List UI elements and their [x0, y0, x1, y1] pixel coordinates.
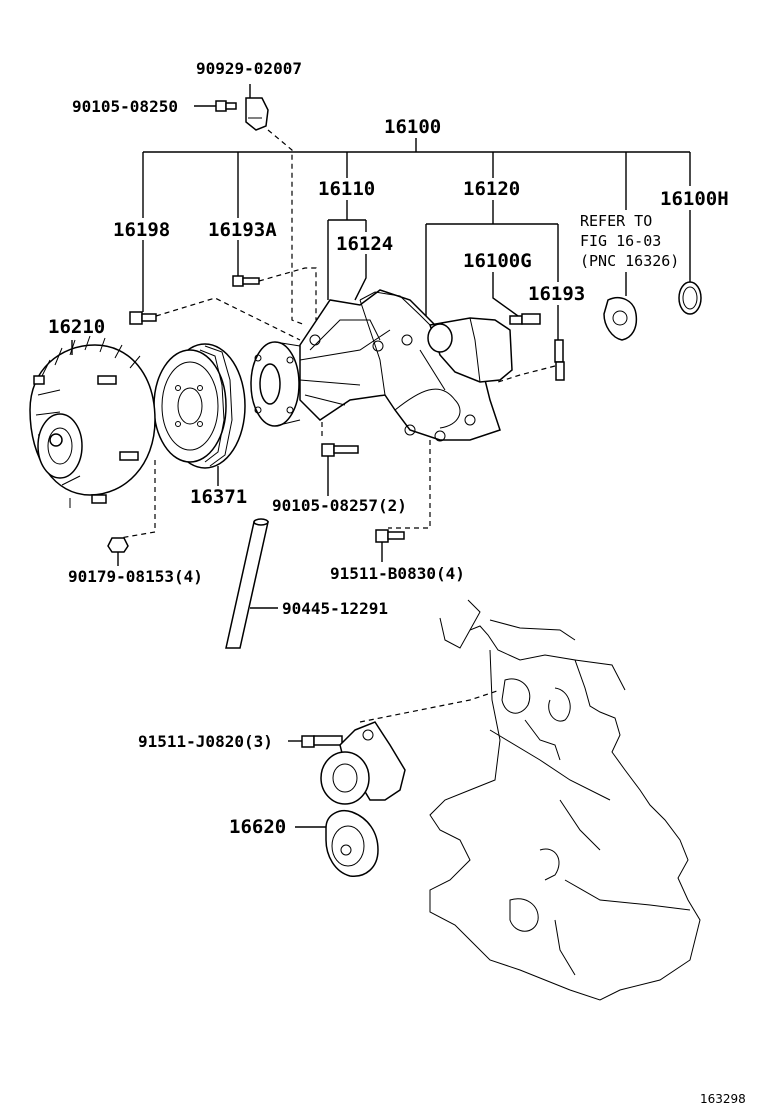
clip-part [245, 84, 306, 326]
label-16193: 16193 [528, 283, 586, 305]
refer-text-line3: (PNC 16326) [580, 252, 680, 270]
label-16193a: 16193A [208, 219, 277, 241]
label-90929-02007: 90929-02007 [196, 59, 302, 78]
bolt-16193a [232, 267, 317, 320]
nut-90179-08153 [107, 537, 129, 566]
inlet-housing [427, 317, 513, 383]
leader-tensioner-dash [359, 689, 501, 723]
gasket-16124 [359, 291, 446, 341]
leader-16110 [327, 200, 367, 300]
bolt-90105-08257 [321, 422, 359, 496]
label-90179-08153: 90179-08153(4) [68, 567, 203, 586]
leader-fan-dash [119, 460, 156, 539]
bolt-91511-j0820 [288, 735, 343, 748]
label-90105-08257: 90105-08257(2) [272, 496, 407, 515]
label-16110: 16110 [318, 178, 376, 200]
leader-16100g [492, 272, 519, 317]
label-16100g: 16100G [463, 250, 532, 272]
label-16620: 16620 [229, 816, 287, 838]
o-ring-16100h [678, 281, 702, 315]
leader-16124 [354, 254, 367, 301]
pulley-16371 [153, 343, 246, 486]
label-16371: 16371 [190, 486, 248, 508]
pin-90445-12291 [225, 518, 278, 649]
label-91511-j0820: 91511-J0820(3) [138, 732, 273, 751]
label-91511-b0830: 91511-B0830(4) [330, 564, 465, 583]
label-16210: 16210 [48, 316, 106, 338]
label-16120: 16120 [463, 178, 521, 200]
water-pump-body [299, 289, 501, 442]
pump-hub [250, 341, 301, 427]
engine-block [429, 599, 701, 1001]
label-16100h: 16100H [660, 188, 729, 210]
stud-16100g [509, 313, 541, 325]
tensioner-16620 [295, 721, 406, 877]
refer-text-line1: REFER TO [580, 212, 653, 230]
leader-16100-bracket [142, 138, 691, 218]
bolt-16198 [129, 297, 301, 341]
stud-16193 [497, 339, 565, 383]
fan-clutch-16210 [29, 335, 156, 508]
label-16124: 16124 [336, 233, 394, 255]
gasket-refer [603, 296, 638, 341]
label-90105-08250: 90105-08250 [72, 97, 178, 116]
label-90445-12291: 90445-12291 [282, 599, 388, 618]
refer-text-line2: FIG 16-03 [580, 232, 662, 250]
leader-16120 [425, 200, 559, 340]
bolt-91511-b0830 [375, 440, 431, 562]
figure-id: 163298 [700, 1092, 746, 1106]
label-16100: 16100 [384, 116, 442, 138]
bolt-90105-08250 [194, 100, 237, 112]
label-16198: 16198 [113, 219, 171, 241]
